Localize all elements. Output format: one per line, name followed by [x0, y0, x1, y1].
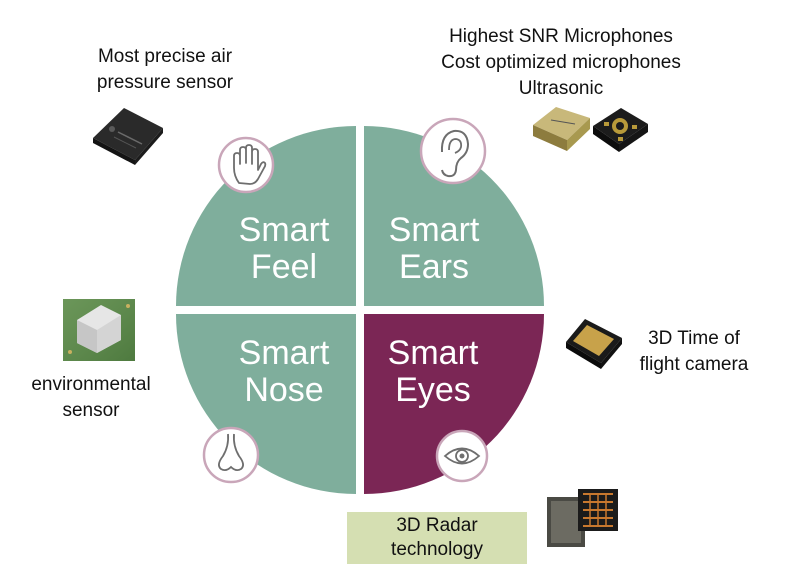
nose-icon: [202, 426, 260, 484]
microphones-label-line2: Cost optimized microphones: [441, 52, 681, 73]
quadrant-nose-line2: Nose: [244, 371, 323, 409]
quadrant-smart-eyes: [364, 314, 544, 494]
eye-icon: [435, 429, 489, 483]
tof-camera-image: [566, 319, 622, 369]
environmental-sensor-image: [63, 299, 135, 361]
quadrant-feel-line1: Smart: [239, 211, 330, 249]
microphone-chip-image: [533, 107, 590, 151]
quadrant-feel-line2: Feel: [251, 248, 317, 286]
radar-label-line1: 3D Radar: [396, 515, 478, 536]
tof-camera-label-line1: 3D Time of: [648, 328, 740, 349]
air-pressure-label-line1: Most precise air: [97, 46, 233, 67]
radar-label-box: 3D Radar technology: [347, 512, 527, 564]
quadrant-eyes-line1: Smart: [388, 334, 479, 372]
air-pressure-sensor-image: [93, 108, 163, 165]
microphones-label: Highest SNR Microphones Cost optimized m…: [420, 24, 702, 102]
environmental-label: environmental sensor: [14, 372, 168, 424]
air-pressure-label-line2: pressure sensor: [96, 72, 234, 93]
air-pressure-label: Most precise air pressure sensor: [70, 44, 260, 96]
quadrant-ears-line1: Smart: [389, 211, 480, 249]
environmental-label-line2: sensor: [62, 400, 120, 421]
environmental-label-line1: environmental: [31, 374, 151, 395]
quadrant-smart-ears: [364, 126, 544, 306]
radar-chip-image: [547, 489, 618, 547]
quadrant-ears-line2: Ears: [399, 248, 469, 286]
radar-label-line2: technology: [391, 539, 483, 560]
quadrant-smart-nose: [176, 314, 356, 494]
microphones-label-line1: Highest SNR Microphones: [449, 26, 673, 47]
quadrant-eyes-line2: Eyes: [395, 371, 471, 409]
quadrant-nose-line1: Smart: [239, 334, 330, 372]
tof-camera-label-line2: flight camera: [639, 354, 749, 375]
hand-icon: [217, 136, 275, 194]
microphone-chip-bottom-image: [593, 108, 648, 152]
microphones-label-line3: Ultrasonic: [518, 78, 604, 99]
quadrant-smart-feel: [176, 126, 356, 306]
ear-icon: [419, 117, 487, 185]
tof-camera-label: 3D Time of flight camera: [624, 326, 764, 378]
